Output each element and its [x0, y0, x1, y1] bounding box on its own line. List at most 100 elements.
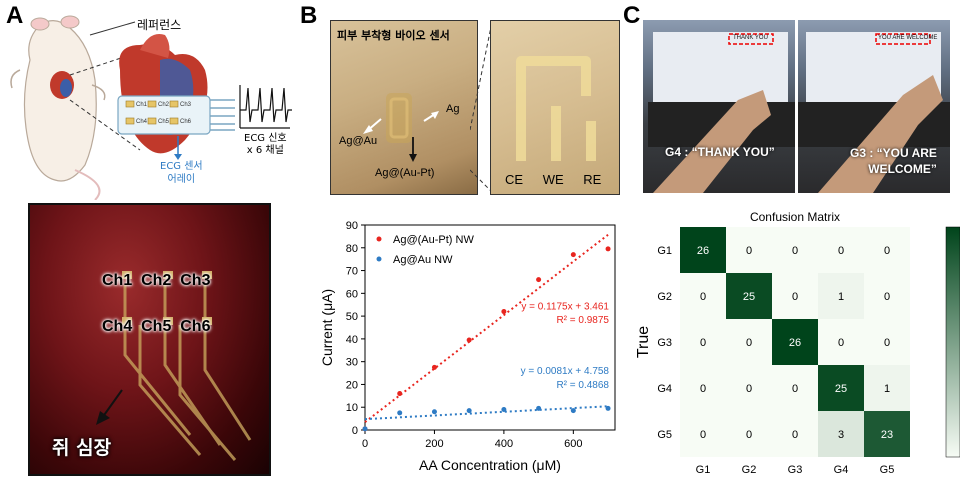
data-point-series-1 [605, 246, 611, 252]
skin-sensor-photo: 피부 부착형 바이오 센서 Ag Ag@Au Ag@(Au-Pt) [330, 20, 478, 195]
channel-4-label: Ch4 [102, 318, 133, 335]
heatmap-cell [772, 411, 818, 457]
electrode-re-label: RE [583, 172, 602, 187]
y-tick-label: 0 [352, 425, 358, 437]
data-point-series-2 [536, 405, 542, 411]
heatmap-cell-value: 0 [746, 337, 752, 349]
electrode-closeup-photo: CE WE RE [490, 20, 620, 195]
heatmap-cell [818, 227, 864, 273]
data-point-series-2 [397, 410, 403, 416]
sensor-array-label: ECG 센서 어레이 [160, 160, 203, 186]
heatmap-cell-value: 0 [700, 291, 706, 303]
y-tick-label: 70 [346, 266, 358, 278]
panel-a-letter: A [6, 2, 24, 29]
x-axis-label: AA Concentration (μM) [419, 457, 561, 473]
gesture-g3-label: G3 : “YOU ARE WELCOME” [850, 145, 937, 177]
data-point-series-1 [431, 364, 437, 370]
y-tick-label: 30 [346, 357, 358, 369]
heatmap-cell-value: 0 [884, 245, 890, 257]
column-label: G1 [696, 464, 711, 476]
data-point-series-1 [570, 252, 576, 258]
x-tick-label: 400 [495, 438, 513, 450]
ecg-label-line2: x 6 채널 [246, 145, 284, 156]
x-tick-label: 0 [362, 438, 368, 450]
heatmap-cell-value: 25 [743, 291, 755, 303]
heatmap-cell-value: 0 [746, 429, 752, 441]
heatmap-cell-value: 0 [792, 245, 798, 257]
heatmap-cell-value: 0 [700, 429, 706, 441]
x-tick-label: 600 [564, 438, 582, 450]
sensor-label-line1: ECG 센서 [160, 161, 203, 172]
column-label: G2 [742, 464, 757, 476]
zoom-dashed-lines [470, 21, 493, 193]
row-label: G5 [657, 429, 672, 441]
heatmap-cell-value: 0 [792, 383, 798, 395]
gesture-g4-label: G4 : “THANK YOU” [665, 145, 775, 159]
channel-5-label: Ch5 [141, 318, 172, 335]
heatmap-cell [864, 365, 910, 411]
panel-b-letter: B [300, 2, 318, 29]
heatmap-cell-value: 0 [746, 383, 752, 395]
heatmap-cell [680, 319, 726, 365]
heatmap-cell-value: 0 [700, 337, 706, 349]
gesture-g3-line1: G3 : “YOU ARE [850, 146, 937, 160]
heatmap-cell-value: 0 [700, 383, 706, 395]
data-point-series-1 [466, 337, 472, 343]
heatmap-cell [680, 365, 726, 411]
column-label: G5 [880, 464, 895, 476]
heatmap-cell-value: 0 [884, 291, 890, 303]
legend-label-series-1: Ag@(Au-Pt) NW [393, 234, 474, 246]
heatmap-cell-value: 26 [789, 337, 801, 349]
legend-label-series-2: Ag@Au NW [393, 254, 453, 266]
panel-c-letter: C [623, 2, 641, 29]
confusion-matrix-title: Confusion Matrix [750, 210, 840, 224]
heatmap-cell [864, 227, 910, 273]
svg-text:Ch6: Ch6 [180, 119, 192, 125]
channel-2-label: Ch2 [141, 272, 172, 289]
data-point-series-2 [570, 408, 576, 414]
heatmap-cell-value: 26 [697, 245, 709, 257]
heatmap-cell-value: 0 [884, 337, 890, 349]
heatmap-cell [726, 411, 772, 457]
label-ag-au: Ag@Au [339, 135, 378, 147]
electrode-we-label: WE [542, 172, 564, 187]
channel-1-label: Ch1 [102, 272, 133, 289]
heatmap-cell-value: 1 [838, 291, 844, 303]
heatmap-cell-value: 0 [838, 245, 844, 257]
legend-marker-series-1 [376, 236, 382, 242]
rat-heart-photo: Ch1 Ch2 Ch3 Ch4 Ch5 Ch6 쥐 심장 [28, 203, 271, 476]
row-label: G3 [657, 337, 672, 349]
heatmap-cell-value: 0 [746, 245, 752, 257]
y-axis-label: Current (μA) [319, 289, 335, 366]
electrode-ce-label: CE [505, 172, 524, 187]
heatmap-cell-value: 1 [884, 383, 890, 395]
column-label: G4 [834, 464, 849, 476]
ecg-label-line1: ECG 신호 [244, 133, 287, 144]
y-tick-label: 20 [346, 379, 358, 391]
channel-6-label: Ch6 [180, 318, 211, 335]
y-tick-label: 60 [346, 288, 358, 300]
heatmap-cell-value: 0 [838, 337, 844, 349]
y-tick-label: 10 [346, 402, 358, 414]
svg-text:Ch4: Ch4 [136, 119, 148, 125]
heatmap-cell [864, 411, 910, 457]
data-point-series-2 [362, 426, 368, 432]
fit-line-series-2 [364, 405, 609, 421]
row-label: G2 [657, 291, 672, 303]
heatmap-cell [726, 227, 772, 273]
data-point-series-1 [536, 277, 542, 283]
heatmap-cell [680, 411, 726, 457]
heatmap-cell [818, 411, 864, 457]
heatmap-cell [726, 365, 772, 411]
fit-r2-series-2: R² = 0.4868 [556, 380, 609, 391]
rat-heart-label: 쥐 심장 [52, 437, 112, 459]
screen-text-right: YOU ARE WELCOME [878, 35, 938, 41]
ecg-signal-label: ECG 신호 x 6 채널 [244, 133, 287, 157]
fit-line-series-1 [364, 233, 609, 423]
heatmap-cell [726, 319, 772, 365]
data-point-series-2 [431, 409, 437, 415]
y-tick-label: 50 [346, 311, 358, 323]
heatmap-cell [818, 365, 864, 411]
legend-marker-series-2 [376, 256, 382, 262]
